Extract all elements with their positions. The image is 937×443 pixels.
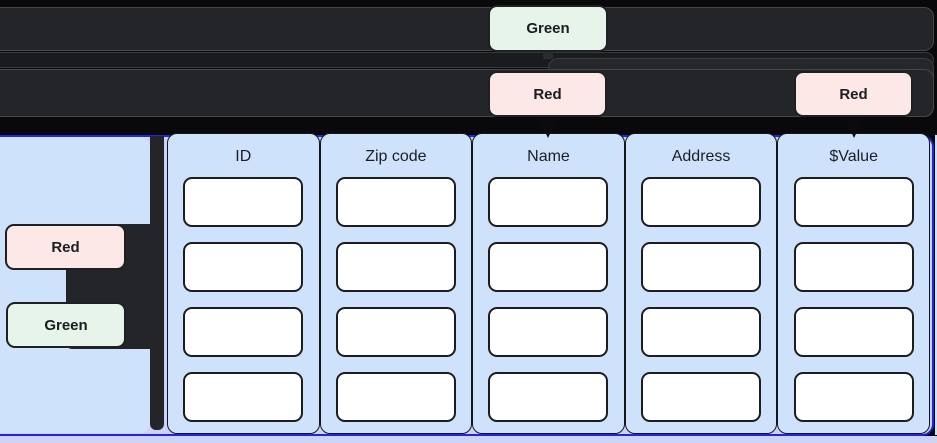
column-header: ID [235, 148, 252, 165]
annotation-badge-red-left[interactable]: Red [5, 224, 126, 270]
cell[interactable] [488, 307, 609, 357]
cell[interactable] [335, 372, 456, 422]
column-cells [473, 177, 624, 422]
cell[interactable] [335, 177, 456, 227]
column-header: Name [527, 148, 570, 165]
cell[interactable] [641, 242, 762, 292]
cell[interactable] [793, 177, 914, 227]
cell[interactable] [183, 307, 304, 357]
cell[interactable] [793, 372, 914, 422]
table-column-zip-code[interactable]: Zip code [319, 133, 473, 434]
cell[interactable] [641, 177, 762, 227]
cell[interactable] [335, 242, 456, 292]
cell[interactable] [183, 177, 304, 227]
cell[interactable] [488, 372, 609, 422]
row-bar-top [0, 7, 934, 51]
table-column-address[interactable]: Address [624, 133, 778, 434]
cell[interactable] [641, 307, 762, 357]
cell[interactable] [488, 177, 609, 227]
table-column-name[interactable]: Name [472, 133, 625, 434]
annotation-badge-green-left[interactable]: Green [6, 302, 126, 348]
column-header: Address [671, 148, 731, 165]
arrow-down-icon [845, 119, 863, 138]
cell[interactable] [641, 372, 762, 422]
row-bar-second [0, 69, 934, 117]
badge-tail [543, 51, 553, 59]
annotation-badge-green-top[interactable]: Green [488, 5, 608, 52]
cell[interactable] [793, 307, 914, 357]
annotation-badge-red-value[interactable]: Red [794, 71, 913, 117]
table-column-id[interactable]: ID [167, 133, 320, 434]
annotation-badge-red-name[interactable]: Red [488, 71, 607, 117]
cell[interactable] [488, 242, 609, 292]
column-cells [321, 177, 472, 422]
column-cells [168, 177, 319, 422]
column-header: Zip code [365, 148, 427, 165]
cell[interactable] [183, 372, 304, 422]
panel-bottom-strip [0, 436, 937, 443]
table-columns: ID Zip code Name [167, 133, 930, 434]
arrow-down-icon [539, 119, 557, 138]
cell[interactable] [335, 307, 456, 357]
cell[interactable] [183, 242, 304, 292]
cell[interactable] [793, 242, 914, 292]
column-cells [626, 177, 777, 422]
table-column-value[interactable]: $Value [777, 133, 930, 434]
partial-column-right [935, 133, 937, 435]
column-header: $Value [829, 148, 878, 165]
column-cells [778, 177, 929, 422]
